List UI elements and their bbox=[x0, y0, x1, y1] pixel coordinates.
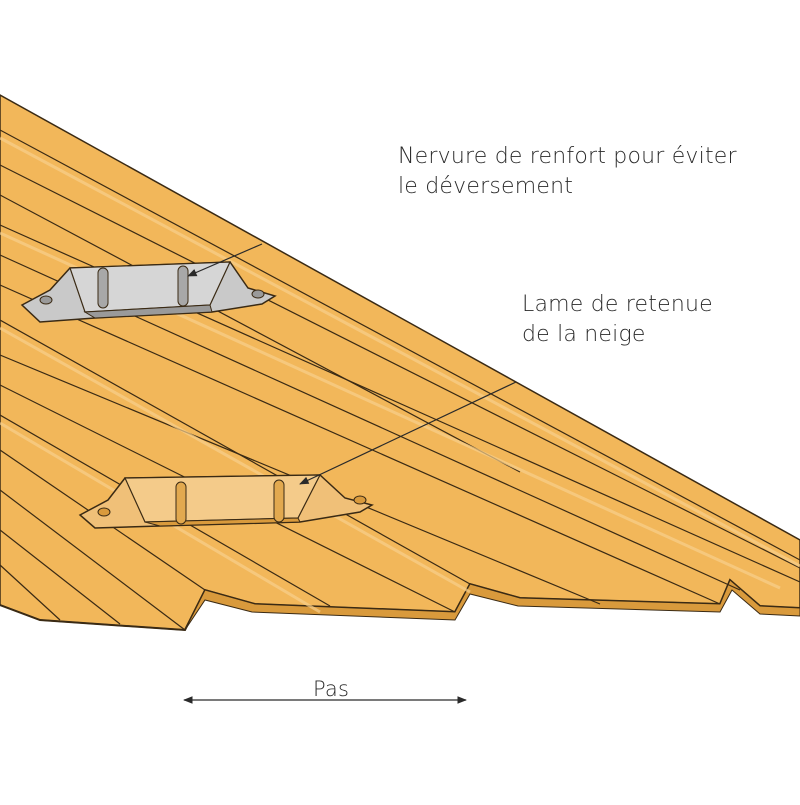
leader-line-blade bbox=[299, 381, 517, 485]
sheet-profile-shadow bbox=[184, 579, 800, 631]
label-snow-blade-line1: Lame de retenue bbox=[522, 292, 713, 317]
label-pitch: Pas bbox=[313, 677, 350, 701]
lower-snow-guard bbox=[78, 474, 374, 529]
label-reinforcement-rib: Nervure de renfort pour éviter le dévers… bbox=[398, 142, 737, 202]
label-snow-blade: Lame de retenue de la neige bbox=[522, 290, 713, 350]
label-snow-blade-line2: de la neige bbox=[522, 322, 646, 347]
upper-snow-guard bbox=[20, 261, 277, 323]
leader-line-rib bbox=[187, 243, 263, 277]
label-reinforcement-rib-line2: le déversement bbox=[398, 174, 574, 199]
label-reinforcement-rib-line1: Nervure de renfort pour éviter bbox=[398, 144, 737, 169]
